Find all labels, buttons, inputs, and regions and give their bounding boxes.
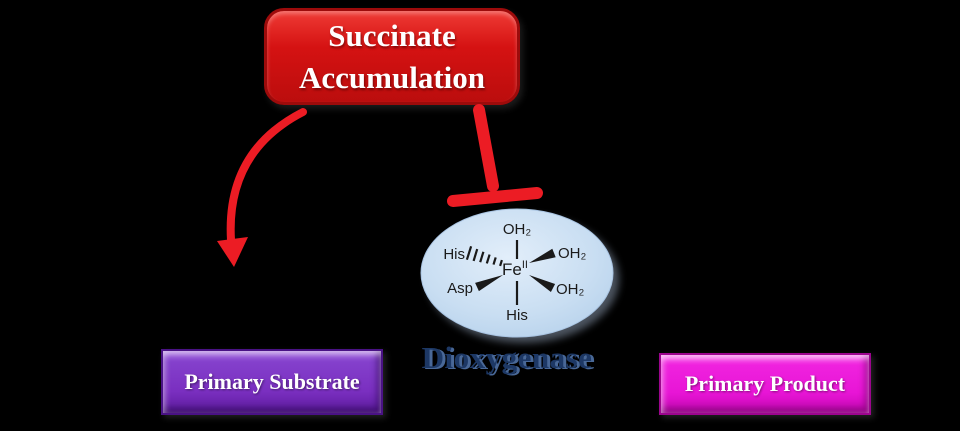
succinate-accumulation-box: Succinate Accumulation	[264, 8, 520, 105]
succinate-box-line2: Accumulation	[299, 59, 485, 95]
bond-hashed-his-left	[465, 245, 503, 267]
enzyme-ellipse	[420, 208, 614, 338]
succinate-box-line1: Succinate	[328, 17, 456, 53]
enzyme-ellipse-shadow	[427, 215, 619, 343]
enzyme-complex: FeII OH₂ OH₂ OH₂ His Asp His	[420, 208, 619, 343]
activation-arrowhead	[217, 237, 248, 267]
bond-wedge-oh2-lower-right	[529, 275, 556, 292]
ligand-his-bottom: His	[506, 307, 528, 324]
primary-product-label: Primary Product	[684, 371, 846, 396]
enzyme-label: Dioxygenase	[421, 340, 593, 375]
ligand-oh2-top: OH₂	[503, 221, 532, 238]
ligand-oh2-right-upper: OH₂	[558, 245, 587, 262]
primary-substrate-box: Primary Substrate	[161, 349, 383, 415]
activation-arrow	[217, 108, 307, 267]
metal-center-label: FeII	[502, 259, 528, 279]
metal-symbol: Fe	[502, 260, 522, 279]
ligand-his-left: His	[443, 246, 465, 263]
bond-wedge-oh2-upper-right	[529, 248, 556, 263]
oxidation-state: II	[522, 259, 528, 271]
primary-substrate-label: Primary Substrate	[184, 369, 360, 394]
inhibition-arrow	[447, 104, 543, 207]
bond-wedge-asp	[475, 275, 503, 292]
primary-product-box: Primary Product	[659, 353, 871, 415]
ligand-asp: Asp	[447, 280, 473, 297]
ligand-oh2-right-lower: OH₂	[556, 281, 585, 298]
